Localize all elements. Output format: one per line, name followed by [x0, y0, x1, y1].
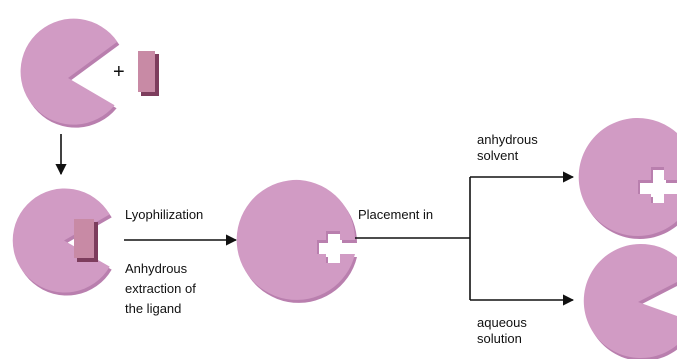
protein-ligand-complex: [12, 188, 112, 296]
protein-relaxed-site: [583, 243, 677, 359]
protein-with-open-site-1: [20, 18, 120, 128]
label-aqueous-line-1: aqueous: [477, 315, 527, 330]
label-anhydrous-line-1: anhydrous: [477, 132, 538, 147]
label-aqueous-line-2: solution: [477, 331, 522, 346]
label-extraction-line-2: extraction of: [125, 281, 196, 296]
ligand-free: [138, 51, 159, 96]
protein-imprinted-cavity: [236, 179, 358, 303]
label-extraction-line-1: Anhydrous: [125, 261, 188, 276]
protein-cavity-retained: [578, 117, 677, 239]
label-anhydrous-line-2: solvent: [477, 148, 519, 163]
label-extraction-line-3: the ligand: [125, 301, 182, 316]
plus-sign: +: [113, 61, 125, 83]
label-placement-in: Placement in: [358, 207, 434, 222]
label-lyophilization: Lyophilization: [125, 207, 204, 222]
